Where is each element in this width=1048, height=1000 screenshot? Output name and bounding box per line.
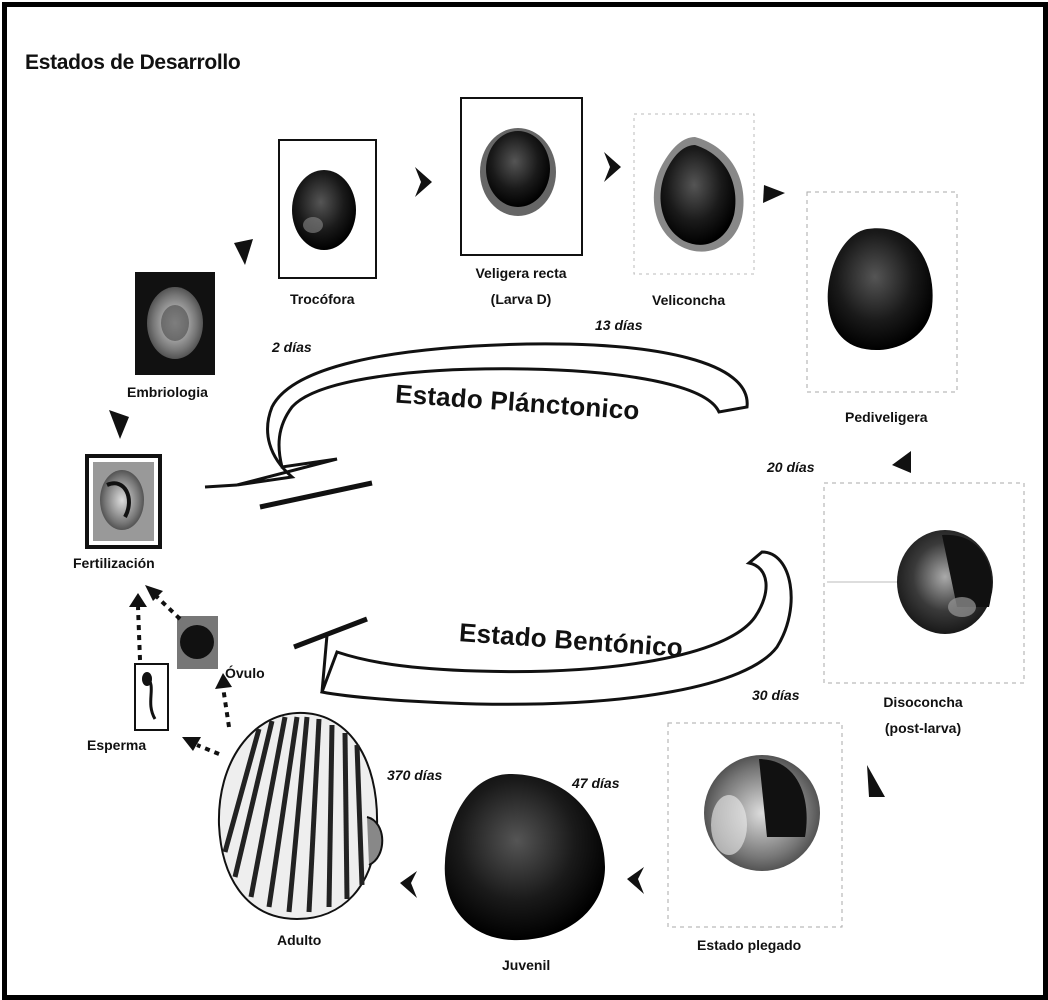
adulto-image [219,713,382,919]
days-label-13: 13 días [595,317,642,333]
fertilizacion-image [87,456,160,547]
stage-label-juvenil: Juvenil [502,957,550,973]
ovulo-image [177,616,218,669]
stage-label-veligera-line2: (Larva D) [465,286,577,312]
days-label-370: 370 días [387,767,442,783]
stage-label-adulto: Adulto [277,932,321,948]
stage-label-disoconcha-line1: Disoconcha [863,689,983,715]
stage-label-esperma: Esperma [87,737,146,753]
esperma-image [135,664,168,730]
stage-label-veliconcha: Veliconcha [652,292,725,308]
diagram-title: Estados de Desarrollo [25,51,240,75]
stage-label-disoconcha: Disoconcha (post-larva) [863,689,983,741]
veliconcha-image [634,114,754,274]
estado-plegado-image [668,723,842,927]
trocofora-image [279,140,376,278]
stage-label-veligera-line1: Veligera recta [465,260,577,286]
veligera-recta-image [461,98,582,255]
stage-label-ovulo: Óvulo [225,665,265,681]
stage-label-trocofora: Trocófora [290,291,355,307]
stage-label-embriologia: Embriologia [127,384,208,400]
juvenil-image [445,774,605,940]
days-label-2: 2 días [272,339,312,355]
days-label-30: 30 días [752,687,799,703]
days-label-47: 47 días [572,775,619,791]
life-cycle-diagram [7,7,1043,995]
stage-label-estado-plegado: Estado plegado [697,937,801,953]
stage-label-veligera-recta: Veligera recta (Larva D) [465,260,577,312]
pediveligera-image [807,192,957,392]
stage-label-pediveligera: Pediveligera [845,409,928,425]
disoconcha-image [824,483,1024,683]
embriologia-image [135,272,215,375]
days-label-20: 20 días [767,459,814,475]
stage-label-disoconcha-line2: (post-larva) [863,715,983,741]
planktonic-arrow [205,344,747,507]
stage-label-fertilizacion: Fertilización [73,555,155,571]
